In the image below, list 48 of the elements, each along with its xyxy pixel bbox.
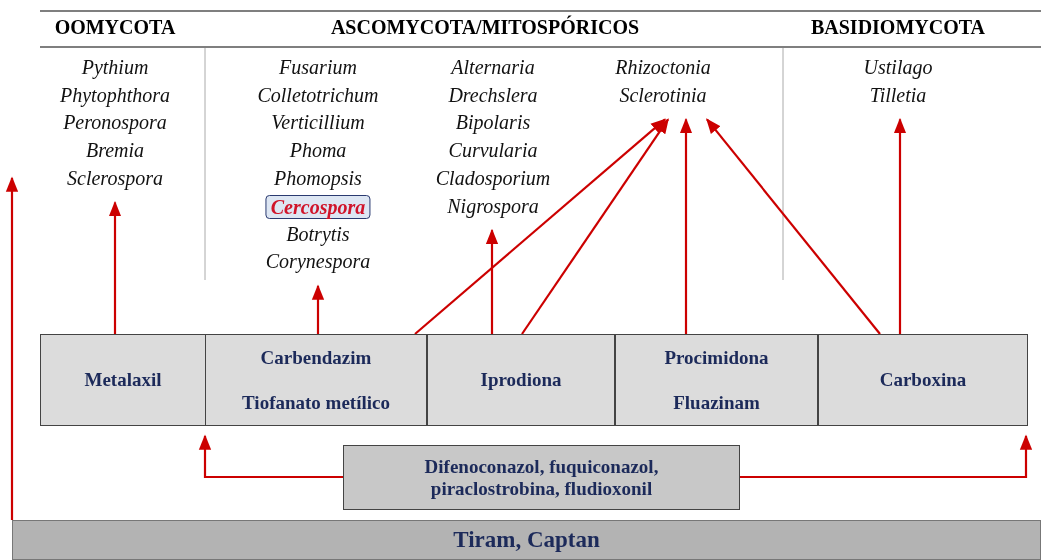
- genus-name: Ustilago: [863, 55, 933, 81]
- column-heading: BASIDIOMYCOTA: [810, 16, 986, 39]
- genus-name: Fusarium: [279, 55, 357, 80]
- genus-name: Cladosporium: [435, 165, 551, 192]
- fungicide-band: Tiram, Captan: [12, 520, 1041, 560]
- genus-name: Bipolaris: [455, 110, 531, 136]
- genus-name: Corynespora: [265, 249, 371, 275]
- genus-name: Botrytis: [286, 221, 350, 248]
- arrow: [679, 117, 693, 334]
- arrow: [893, 117, 907, 334]
- arrow: [521, 118, 669, 335]
- genus-name: Pythium: [81, 55, 149, 81]
- arrow: [706, 118, 881, 335]
- genus-name: Phomopsis: [274, 165, 362, 192]
- fungicide-name: Fluazinam: [673, 391, 760, 414]
- genus-name: Verticillium: [271, 110, 365, 136]
- fungicide-box: Iprodiona: [427, 334, 615, 426]
- arrow: [108, 201, 122, 334]
- arrow: [485, 228, 499, 334]
- fungicide-name: Carbendazim: [260, 346, 372, 369]
- genus-name: Drechslera: [448, 82, 538, 108]
- genus-name: Bremia: [85, 138, 145, 164]
- fungicide-box: Metalaxil: [40, 334, 206, 426]
- fungicide-name: Procimidona: [664, 346, 769, 369]
- column-heading: OOMYCOTA: [54, 16, 176, 39]
- genus-name: Sclerotinia: [619, 82, 707, 108]
- fungicide-box: Carboxina: [818, 334, 1028, 426]
- genus-name: Peronospora: [63, 110, 167, 136]
- column-heading: ASCOMYCOTA/MITOSPÓRICOS: [330, 16, 640, 39]
- arrow: [198, 434, 343, 479]
- fungicide-box: [205, 334, 427, 426]
- genus-name: Alternaria: [451, 55, 535, 80]
- genus-name: Phytophthora: [60, 82, 170, 109]
- arrow: [740, 434, 1033, 479]
- genus-name: Nigrospora: [447, 193, 539, 220]
- arrow: [311, 284, 325, 334]
- arrow: [414, 118, 667, 335]
- genus-name: Curvularia: [448, 138, 538, 164]
- genus-name: Rhizoctonia: [615, 55, 711, 80]
- fungicide-box: Difenoconazol, fuquiconazol, piraclostrobina, fludioxonil: [343, 445, 740, 510]
- genus-name: Sclerospora: [67, 165, 163, 192]
- fungicide-name: Tiofanato metílico: [242, 391, 390, 414]
- arrow: [5, 176, 19, 520]
- genus-name: Colletotrichum: [257, 82, 379, 108]
- fungicide-box: [615, 334, 818, 426]
- genus-name: Tilletia: [869, 82, 927, 108]
- genus-name: Phoma: [289, 138, 347, 164]
- highlighted-genus: Cercospora: [265, 194, 371, 219]
